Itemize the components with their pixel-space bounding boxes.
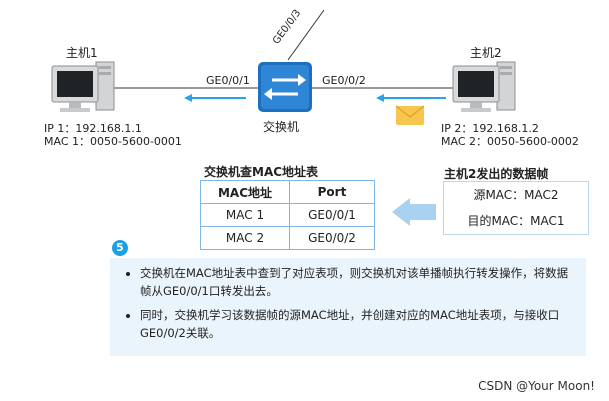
switch-name: 交换机 bbox=[263, 120, 300, 134]
host2-name: 主机2 bbox=[470, 46, 502, 60]
explanation-panel: 交换机在MAC地址表中查到了对应表项，则交换机对该单播帧执行转发操作，将数据帧从… bbox=[110, 258, 586, 356]
frame-info-box: 源MAC：MAC2 目的MAC：MAC1 bbox=[443, 181, 589, 235]
host1-computer-icon bbox=[51, 61, 115, 112]
host1-mac: MAC 1：0050-5600-0001 bbox=[44, 135, 182, 148]
table-cell: GE0/0/1 bbox=[289, 203, 375, 227]
host2-mac: MAC 2：0050-5600-0002 bbox=[441, 135, 579, 148]
forward-arrow-icon bbox=[184, 94, 246, 102]
table-row: MAC 2 GE0/0/2 bbox=[200, 226, 375, 250]
table-cell: GE0/0/2 bbox=[289, 226, 375, 250]
incoming-arrow-icon bbox=[376, 94, 446, 102]
switch-icon bbox=[258, 62, 312, 112]
table-cell: MAC 1 bbox=[200, 203, 290, 227]
frame-src-mac: 源MAC：MAC2 bbox=[473, 188, 559, 202]
table-row: MAC 1 GE0/0/1 bbox=[200, 203, 375, 227]
port-left-label: GE0/0/1 bbox=[206, 74, 250, 87]
step-badge: 5 bbox=[112, 240, 128, 256]
column-header-port: Port bbox=[289, 180, 375, 204]
list-item: 同时，交换机学习该数据帧的源MAC地址，并创建对应的MAC地址表项，与接收口GE… bbox=[140, 306, 574, 342]
lookup-arrow-icon bbox=[392, 198, 436, 226]
mac-address-table: MAC地址 Port MAC 1 GE0/0/1 MAC 2 GE0/0/2 bbox=[200, 180, 375, 250]
mac-table-title: 交换机查MAC地址表 bbox=[204, 165, 319, 179]
watermark: CSDN @Your Moon! bbox=[478, 379, 595, 393]
port-right-label: GE0/0/2 bbox=[322, 74, 366, 87]
link-switch-uplink bbox=[287, 9, 325, 61]
host2-ip: IP 2：192.168.1.2 bbox=[441, 122, 539, 135]
table-cell: MAC 2 bbox=[200, 226, 290, 250]
table-header-row: MAC地址 Port bbox=[200, 180, 375, 204]
list-item: 交换机在MAC地址表中查到了对应表项，则交换机对该单播帧执行转发操作，将数据帧从… bbox=[140, 264, 574, 300]
column-header-mac: MAC地址 bbox=[200, 180, 290, 204]
frame-dst-mac: 目的MAC：MAC1 bbox=[467, 214, 565, 228]
envelope-icon bbox=[395, 105, 425, 125]
host2-computer-icon bbox=[452, 61, 516, 112]
host1-ip: IP 1：192.168.1.1 bbox=[44, 122, 142, 135]
frame-title: 主机2发出的数据帧 bbox=[444, 167, 549, 181]
host1-name: 主机1 bbox=[66, 46, 98, 60]
